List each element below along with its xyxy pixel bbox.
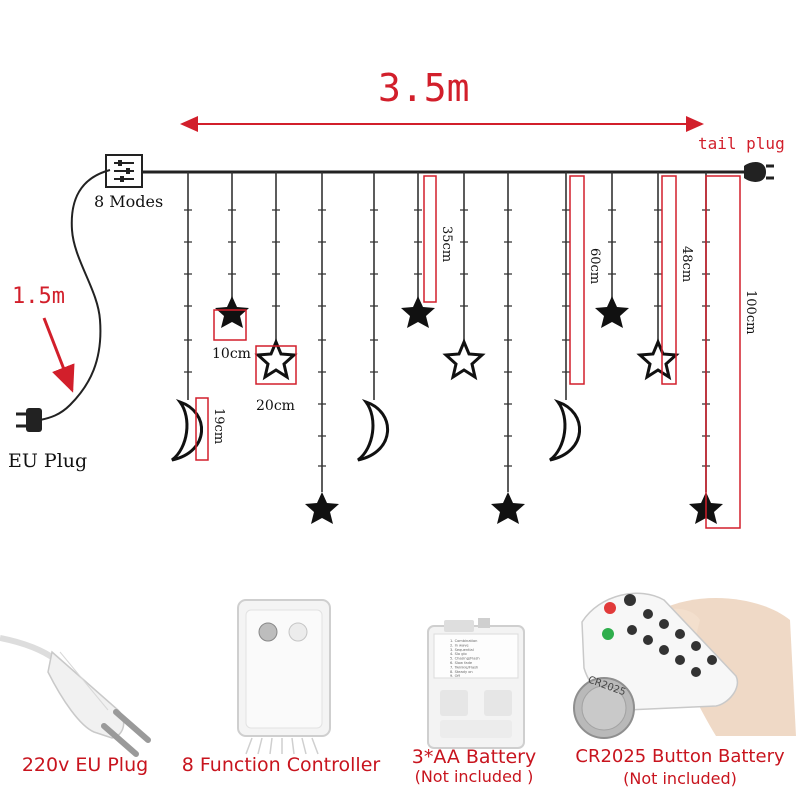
- caption-eu-plug: 220v EU Plug: [21, 754, 149, 776]
- lead-length-arrow: [42, 317, 75, 393]
- caption-coin-cell: CR2025 Button Battery: [575, 746, 785, 767]
- controller-box-icon: [237, 599, 331, 755]
- battery-mode-text: 2. In wave: [450, 643, 469, 647]
- dim-100cm: 100cm: [743, 290, 758, 335]
- star-outline-icon: [636, 338, 680, 381]
- dim-20cm: 20cm: [256, 398, 295, 414]
- dim-48cm: 48cm: [679, 246, 694, 283]
- battery-mode-text: 5. Chasing/Flash: [450, 657, 480, 661]
- modes-label: 8 Modes: [94, 192, 164, 211]
- battery-mode-text: 9. Off: [450, 674, 460, 678]
- dimension-brackets: [195, 175, 741, 529]
- dim-35cm: 35cm: [439, 226, 454, 263]
- remote-and-coin-cell-icon: [573, 592, 796, 739]
- caption-battery-note: (Not included ): [414, 767, 534, 786]
- moon-icon: [357, 399, 390, 462]
- battery-mode-text: 7. Twinkle/Flash: [450, 665, 478, 669]
- star-outline-icon: [254, 338, 298, 381]
- eu-plug-small-icon: [16, 408, 42, 432]
- caption-controller: 8 Function Controller: [181, 754, 381, 776]
- lead-length-label: 1.5m: [12, 284, 65, 309]
- battery-mode-text: 8. Steady on: [450, 670, 473, 674]
- star-filled-icon: [401, 296, 435, 328]
- total-length-label: 3.5m: [378, 66, 470, 110]
- eu-plug-label: EU Plug: [8, 450, 88, 472]
- eu-plug-icon: [0, 635, 151, 757]
- battery-mode-text: 1. Combination: [450, 639, 477, 643]
- tail-plug-icon: [744, 162, 774, 182]
- star-filled-icon: [491, 492, 525, 524]
- outline-stars: [254, 338, 680, 381]
- star-filled-icon: [215, 296, 249, 328]
- dim-10cm: 10cm: [212, 346, 251, 362]
- mode-controller-icon: [105, 154, 143, 188]
- moon-icon: [549, 399, 582, 462]
- hanging-strands: [187, 172, 707, 492]
- caption-coin-cell-note: (Not included): [623, 769, 737, 788]
- dim-60cm: 60cm: [587, 248, 602, 285]
- star-filled-icon: [305, 492, 339, 524]
- moons: [171, 399, 582, 462]
- star-filled-icon: [595, 296, 629, 328]
- battery-mode-text: 6. Slow fade: [450, 661, 473, 665]
- moon-icon: [171, 399, 204, 462]
- tail-plug-label: tail plug: [698, 134, 785, 153]
- battery-mode-text: 3. Sequential: [450, 648, 474, 652]
- led-ticks: [184, 209, 710, 467]
- battery-mode-text: 4. Slo glo: [450, 652, 467, 656]
- caption-battery: 3*AA Battery: [411, 746, 537, 768]
- dim-19cm: 19cm: [211, 408, 226, 445]
- lead-cable: [39, 169, 111, 421]
- star-outline-icon: [442, 338, 486, 381]
